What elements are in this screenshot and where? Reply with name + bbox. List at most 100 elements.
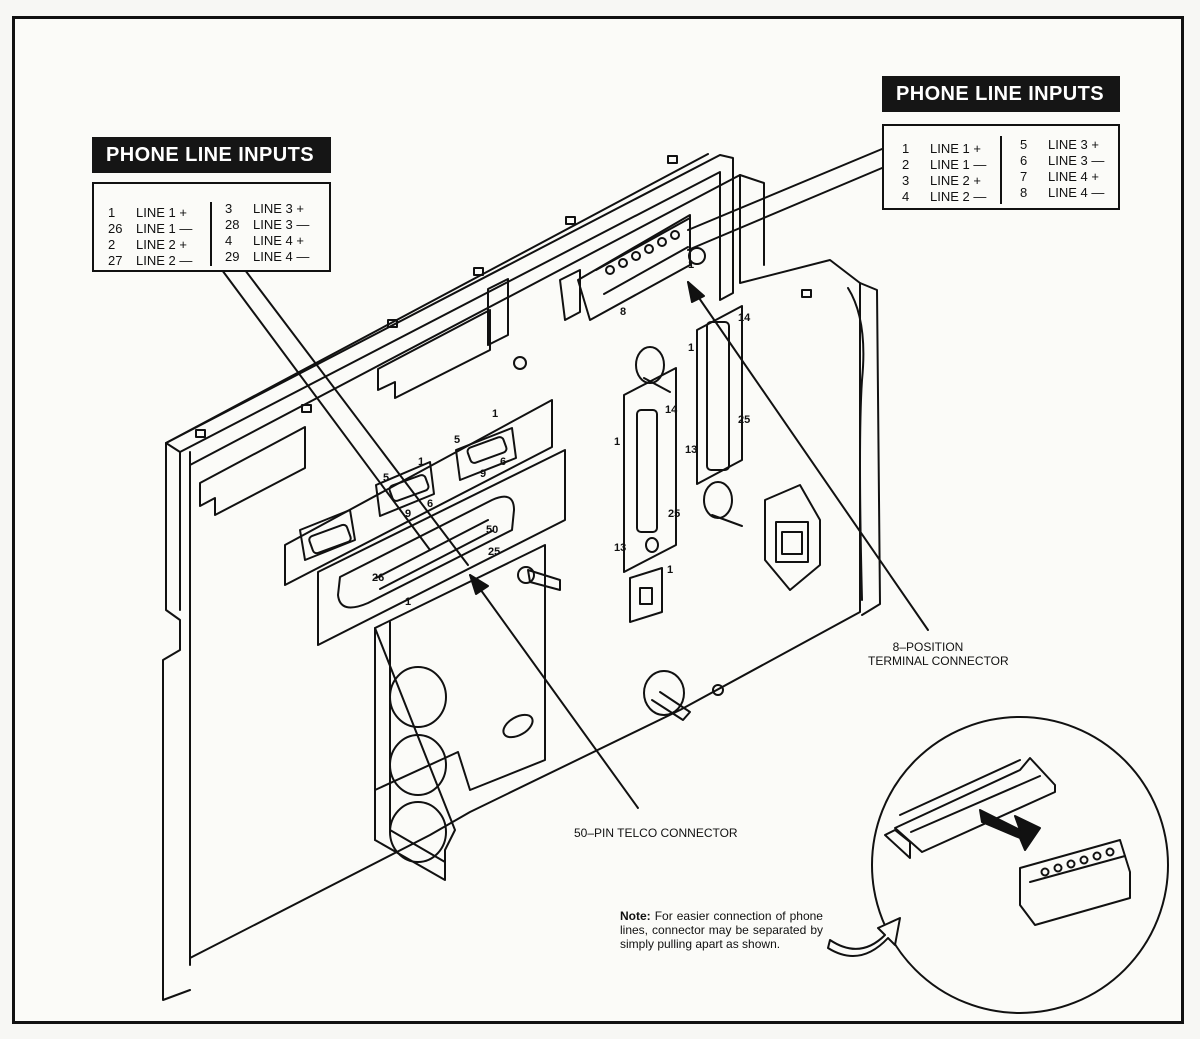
leader-right-1 <box>687 148 883 231</box>
pin-row: 2 LINE 2 + <box>108 237 216 253</box>
dsub-a-pin-1: 1 <box>418 456 425 468</box>
pin-signal: LINE 4 — <box>1048 185 1105 200</box>
pin-signal: LINE 4 + <box>1048 169 1099 184</box>
pin-signal: LINE 1 — <box>930 157 987 172</box>
power-inlet <box>764 484 821 591</box>
pin-number: 3 <box>902 173 910 188</box>
pin-number: 8 <box>1020 185 1028 200</box>
pin-row: 3 LINE 3 + <box>225 201 333 217</box>
dsub-b-pin-6: 6 <box>500 456 507 468</box>
pin-row: 6 LINE 3 — <box>1020 153 1128 169</box>
pin-signal: LINE 1 — <box>136 221 193 236</box>
pin-number: 26 <box>108 221 123 236</box>
pin-number: 5 <box>1020 137 1028 152</box>
pin-signal: LINE 4 + <box>253 233 304 248</box>
pin-signal: LINE 3 + <box>1048 137 1099 152</box>
telco-connector-label: 50–PIN TELCO CONNECTOR <box>574 826 738 840</box>
terminal-connector-label-line2: TERMINAL CONNECTOR <box>868 654 1009 668</box>
right-pin-1: 1 <box>688 342 695 354</box>
note-label: Note: <box>620 909 651 923</box>
pin-number: 4 <box>225 233 233 248</box>
dsub-a-pin-6: 6 <box>427 498 434 510</box>
telco-pin-26: 26 <box>372 572 385 584</box>
pin-signal: LINE 2 + <box>930 173 981 188</box>
pin-signal: LINE 3 + <box>253 201 304 216</box>
dsub-b-pin-5: 5 <box>454 434 461 446</box>
pin-number: 1 <box>108 205 116 220</box>
separation-arrow <box>979 809 1041 851</box>
pin-number: 27 <box>108 253 123 268</box>
leader-left-1 <box>221 269 431 551</box>
pin-number: 7 <box>1020 169 1028 184</box>
dsub-a-plate <box>375 461 435 517</box>
left-panel-title: PHONE LINE INPUTS <box>92 137 331 173</box>
mounting-bracket <box>374 544 546 881</box>
right-pin-13: 13 <box>685 444 698 456</box>
telco-pin-25: 25 <box>488 546 501 558</box>
top-rail <box>165 154 734 453</box>
dsub-a-pin-9: 9 <box>405 508 412 520</box>
pin-signal: LINE 3 — <box>1048 153 1105 168</box>
terminal-connector-label-line1: 8–POSITION <box>892 640 964 654</box>
note-text: For easier connection of phone lines, co… <box>620 909 823 951</box>
telco-connector-body <box>337 495 515 609</box>
right-connector <box>696 305 743 485</box>
pin-number: 1 <box>902 141 910 156</box>
dsub-b-pin-1: 1 <box>492 408 499 420</box>
pin-signal: LINE 1 + <box>930 141 981 156</box>
center-connector <box>623 367 677 573</box>
dsub-b-plate <box>455 427 517 481</box>
rail-top-edge <box>165 153 709 444</box>
left-pinout-divider <box>210 202 212 266</box>
pin-row: 28 LINE 3 — <box>225 217 333 233</box>
dsub-a-pin-5: 5 <box>383 472 390 484</box>
center-pin-1: 1 <box>614 436 621 448</box>
leader-telco <box>469 574 639 809</box>
pin-number: 28 <box>225 217 240 232</box>
pin-signal: LINE 2 + <box>136 237 187 252</box>
pin-number: 6 <box>1020 153 1028 168</box>
right-pin-14: 14 <box>738 312 751 324</box>
pin-signal: LINE 2 — <box>930 189 987 204</box>
right-pin-25: 25 <box>738 414 751 426</box>
center-pin-14: 14 <box>665 404 678 416</box>
pin-row: 3 LINE 2 + <box>902 173 1010 189</box>
leader-terminal <box>687 281 929 631</box>
terminal-connector-body <box>577 214 691 321</box>
pin-row: 26 LINE 1 — <box>108 221 216 237</box>
pin-signal: LINE 3 — <box>253 217 310 232</box>
detail-circle <box>871 716 1169 1014</box>
telco-pin-50: 50 <box>486 524 499 536</box>
dsub-left-plate <box>299 509 356 561</box>
right-pinout-divider <box>1000 136 1002 204</box>
leader-right-2 <box>687 167 883 251</box>
pin-number: 3 <box>225 201 233 216</box>
pin-row: 7 LINE 4 + <box>1020 169 1128 185</box>
pin-number: 2 <box>108 237 116 252</box>
center-pin-13: 13 <box>614 542 627 554</box>
right-panel-title: PHONE LINE INPUTS <box>882 76 1120 112</box>
pin-row: 5 LINE 3 + <box>1020 137 1128 153</box>
pin-row: 1 LINE 1 + <box>902 141 1010 157</box>
terminal-pin-8: 8 <box>620 306 627 318</box>
pin-row: 8 LINE 4 — <box>1020 185 1128 201</box>
pin-number: 29 <box>225 249 240 264</box>
jumper-pin-1: 1 <box>667 564 674 576</box>
terminal-pin-1: 1 <box>688 259 695 271</box>
pin-row: 27 LINE 2 — <box>108 253 216 269</box>
note-arrow <box>827 917 901 957</box>
right-pinout-col2: 5 LINE 3 + 6 LINE 3 — 7 LINE 4 + 8 LINE 4 — <box>1020 137 1128 201</box>
pin-signal: LINE 2 — <box>136 253 193 268</box>
leader-left-2 <box>244 269 469 566</box>
